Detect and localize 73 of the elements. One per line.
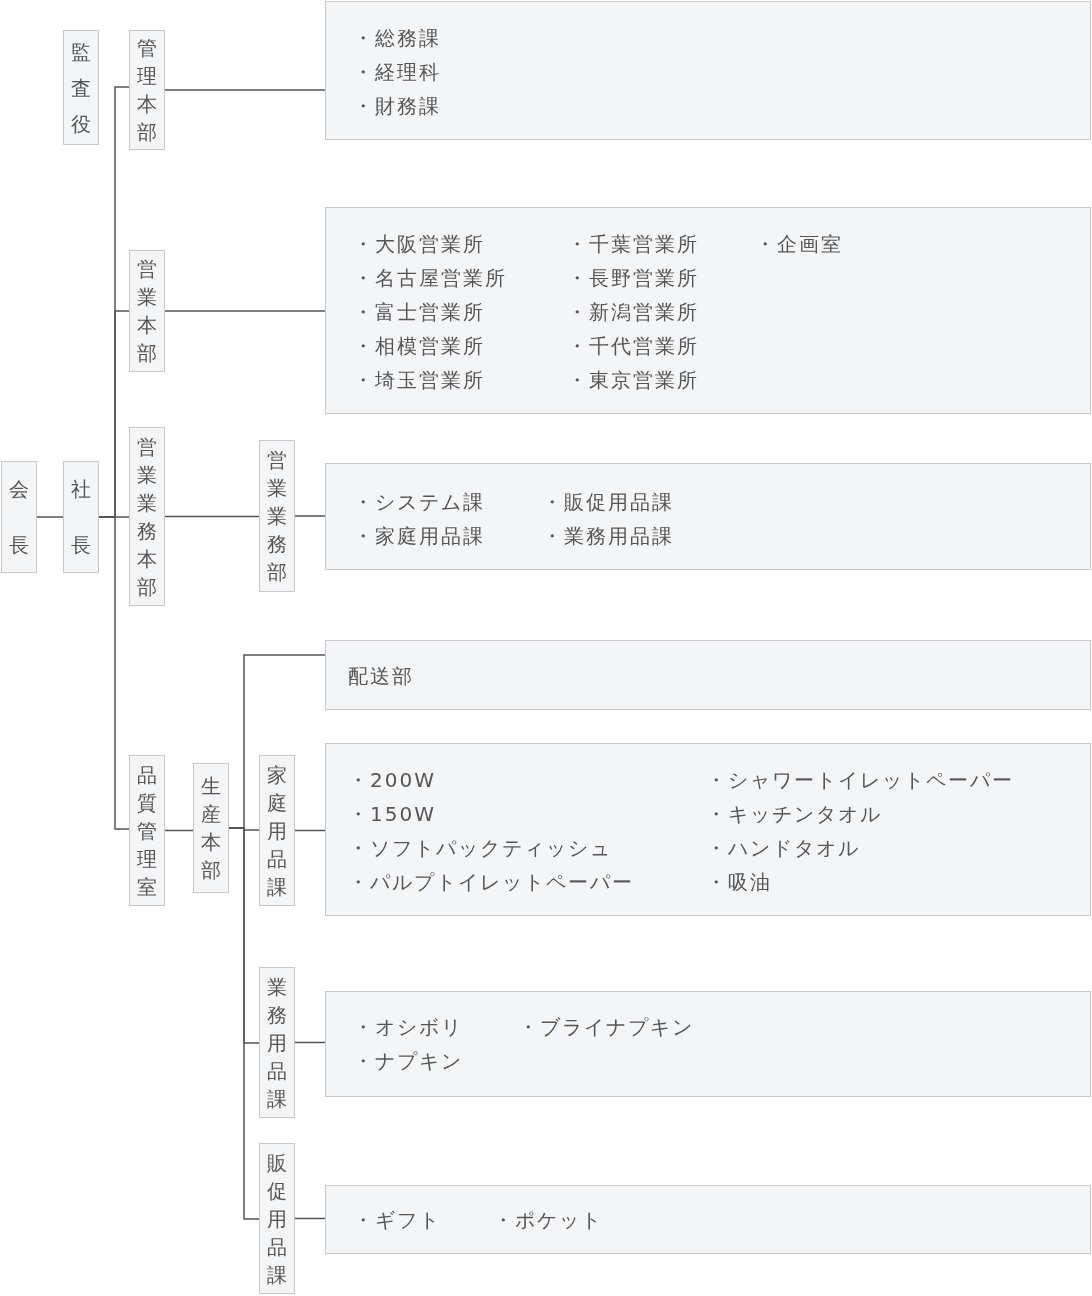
section-list-box	[325, 207, 1091, 414]
section-list-box	[325, 1, 1091, 140]
department-label: 監査役	[71, 38, 91, 138]
list-item-text: ・経理科	[353, 60, 441, 84]
connector-line	[36, 516, 64, 518]
department-box	[129, 250, 165, 372]
list-item-text: ・大阪営業所	[353, 232, 485, 256]
section-list-box	[325, 1185, 1091, 1254]
list-item-text: ・ソフトパックティッシュ	[348, 836, 612, 860]
department-label: 販促用品課	[267, 1149, 287, 1289]
list-item-text: ・ポケット	[493, 1208, 603, 1232]
department-box	[193, 763, 229, 893]
list-item-text: ・家庭用品課	[353, 524, 485, 548]
department-label: 営業業務本部	[137, 433, 157, 601]
department-box	[259, 440, 295, 592]
list-item-text: ・業務用品課	[542, 524, 674, 548]
department-box	[259, 967, 295, 1118]
connector-line	[294, 515, 326, 517]
list-item-text: ・システム課	[353, 490, 485, 514]
list-item-text: ・200W	[348, 768, 436, 792]
list-item-text: ・ハンドタオル	[706, 836, 860, 860]
department-label: 業務用品課	[267, 973, 287, 1113]
department-label: 管理本部	[137, 35, 157, 146]
department-box	[259, 755, 295, 906]
list-item-text: ・ギフト	[353, 1208, 441, 1232]
department-label: 家庭用品課	[267, 761, 287, 901]
department-label: 社長	[71, 476, 91, 559]
connector-line	[294, 829, 326, 832]
section-list-box	[325, 463, 1091, 570]
list-item-text: ・キッチンタオル	[706, 802, 882, 826]
department-box	[259, 1143, 295, 1294]
connector-line	[98, 516, 130, 830]
list-item-text: ・富士営業所	[353, 300, 485, 324]
list-item-text: ・相模営業所	[353, 334, 485, 358]
department-label: 会長	[9, 476, 29, 559]
section-list-box	[325, 991, 1091, 1097]
list-item-text: ・ブライナプキン	[518, 1015, 694, 1039]
connector-line	[164, 515, 260, 518]
department-box	[63, 30, 99, 145]
list-item-text: ・企画室	[755, 232, 843, 256]
department-box	[129, 755, 165, 906]
list-item-text: ・パルプトイレットペーパー	[348, 870, 634, 894]
section-list-box	[325, 743, 1091, 916]
list-item-text: ・埼玉営業所	[353, 368, 485, 392]
department-box	[129, 427, 165, 606]
list-item-text: ・ナプキン	[353, 1049, 463, 1073]
connector-line	[294, 1217, 326, 1220]
department-box	[129, 30, 165, 150]
list-item-text: ・千代営業所	[567, 334, 699, 358]
list-item-text: ・財務課	[353, 94, 441, 118]
list-item-text: ・吸油	[706, 870, 772, 894]
department-label: 営業業務部	[267, 447, 287, 586]
connector-line	[164, 89, 326, 91]
list-item-text: ・オシボリ	[353, 1015, 463, 1039]
list-item-text: ・東京営業所	[567, 368, 699, 392]
section-list-box	[325, 640, 1091, 710]
connector-line	[164, 829, 194, 832]
department-box	[63, 461, 99, 573]
department-label: 営業本部	[137, 256, 157, 367]
department-box	[1, 461, 37, 573]
list-item-text: ・名古屋営業所	[353, 266, 507, 290]
department-label: 生産本部	[201, 773, 221, 884]
list-item-text: 配送部	[348, 664, 414, 688]
department-label: 品質管理室	[137, 761, 157, 901]
list-item-text: ・総務課	[353, 26, 441, 50]
list-item-text: ・千葉営業所	[567, 232, 699, 256]
list-item-text: ・150W	[348, 802, 436, 826]
list-item-text: ・販促用品課	[542, 490, 674, 514]
connector-line	[294, 1041, 326, 1044]
list-item-text: ・新潟営業所	[567, 300, 699, 324]
list-item-text: ・長野営業所	[567, 266, 699, 290]
list-item-text: ・シャワートイレットペーパー	[706, 768, 1014, 792]
connector-line	[164, 310, 326, 312]
